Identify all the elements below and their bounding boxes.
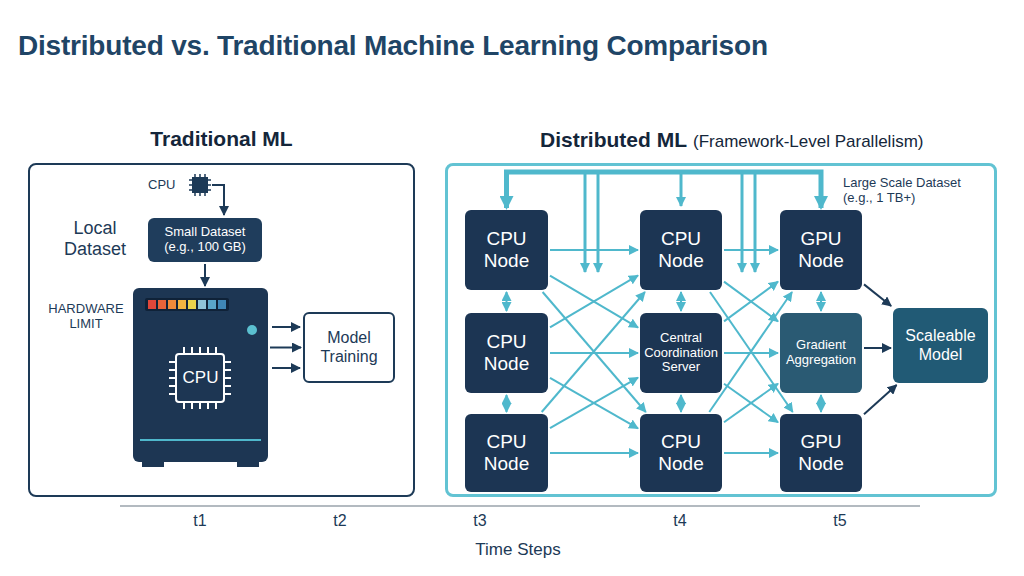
compute-node: CPU Node [640, 210, 722, 290]
node-text: Small Dataset (e.g., 100 GB) [154, 225, 256, 255]
panel-heading: Distributed ML (Framework-Level Paralleli… [540, 128, 924, 152]
node-text: CPU Node [471, 431, 542, 475]
output-box: Scaleable Model [893, 308, 988, 383]
panel-title: Traditional ML [150, 127, 292, 150]
time-tick: t3 [460, 512, 500, 530]
node-text: GPU Node [786, 431, 856, 475]
dataset-note: Large Scale Dataset (e.g., 1 TB+) [843, 176, 968, 206]
time-tick: t1 [180, 512, 220, 530]
time-tick: t4 [660, 512, 700, 530]
node-text: Gradient Aggregation [786, 338, 856, 368]
server-box: CPU [133, 288, 268, 462]
compute-node: CPU Node [465, 210, 548, 290]
compute-node: CPU Node [640, 414, 722, 492]
panel-heading: Traditional ML [30, 127, 413, 151]
process-box: Model Training [303, 312, 395, 383]
panel-subtitle: (Framework-Level Parallelism) [693, 132, 924, 151]
time-tick: t5 [820, 512, 860, 530]
compute-node: CPU Node [465, 414, 548, 492]
compute-node: CPU Node [465, 313, 548, 393]
diagram-title: Distributed vs. Traditional Machine Lear… [18, 30, 768, 62]
chip-label: CPU [148, 178, 188, 193]
node-text: CPU Node [471, 331, 542, 375]
dataset-box: Small Dataset (e.g., 100 GB) [148, 218, 262, 262]
node-text: CPU Node [471, 228, 542, 272]
side-label: Local Dataset [55, 218, 135, 259]
node-text: GPU Node [786, 228, 856, 272]
compute-node: GPU Node [780, 414, 862, 492]
aggregation-box: Gradient Aggregation [780, 313, 862, 393]
time-tick: t2 [320, 512, 360, 530]
node-text: Scaleable Model [899, 327, 982, 364]
node-text: CPU [183, 368, 219, 388]
side-label: HARDWARE LIMIT [40, 302, 132, 332]
axis-title: Time Steps [448, 540, 588, 560]
compute-node: GPU Node [780, 210, 862, 290]
comparison-panel: Distributed ML(Framework-Level Paralleli… [445, 163, 997, 497]
node-text: Model Training [311, 329, 387, 366]
node-text: CPU Node [646, 228, 716, 272]
timeline-axis [120, 505, 920, 507]
node-text: Central Coordination Server [644, 331, 718, 376]
node-text: CPU Node [646, 431, 716, 475]
server-box: Central Coordination Server [640, 313, 722, 393]
panel-title: Distributed ML [540, 128, 687, 151]
